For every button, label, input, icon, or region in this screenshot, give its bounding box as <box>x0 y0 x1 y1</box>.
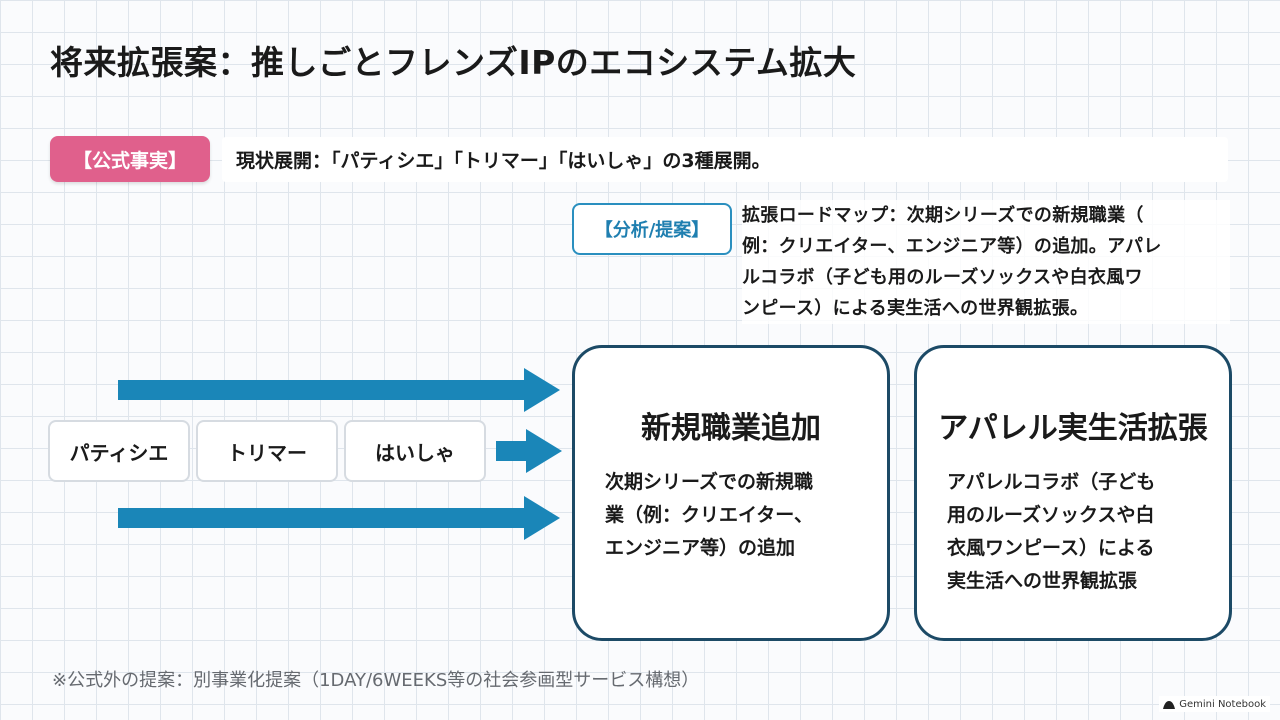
page-title: 将来拡張案：推しごとフレンズIPのエコシステム拡大 <box>50 43 857 82</box>
card-line: 実生活への世界観拡張 <box>947 570 1138 592</box>
card-line: 業（例：クリエイター、 <box>605 504 814 526</box>
card-line: エンジニア等）の追加 <box>605 537 796 559</box>
official-fact-badge: 【公式事実】 <box>50 136 210 182</box>
card-new-occupations: 新規職業追加 次期シリーズでの新規職 業（例：クリエイター、 エンジニア等）の追… <box>572 345 890 641</box>
arrow-top-long <box>118 368 560 412</box>
card-line: 次期シリーズでの新規職 <box>605 471 814 493</box>
brand-watermark: Gemini Notebook <box>1159 696 1270 712</box>
job-box-patissier: パティシエ <box>48 420 190 482</box>
official-fact-text: 現状展開：「パティシエ」「トリマー」「はいしゃ」の3種展開。 <box>222 137 1228 182</box>
card-line: アパレルコラボ（子ども <box>947 471 1156 493</box>
arrow-bottom-long <box>118 496 560 540</box>
arrow-middle-short <box>496 429 562 473</box>
analysis-proposal-badge: 【分析/提案】 <box>572 203 732 255</box>
brand-label: Gemini Notebook <box>1179 698 1266 710</box>
job-box-trimmer: トリマー <box>196 420 338 482</box>
card-line: 衣風ワンピース）による <box>947 537 1155 559</box>
footnote: ※公式外の提案：別事業化提案（1DAY/6WEEKS等の社会参画型サービス構想） <box>52 670 700 691</box>
card-body: アパレルコラボ（子ども 用のルーズソックスや白 衣風ワンピース）による 実生活へ… <box>947 466 1155 598</box>
card-body: 次期シリーズでの新規職 業（例：クリエイター、 エンジニア等）の追加 <box>605 466 813 565</box>
analysis-line: ンピース）による実生活への世界観拡張。 <box>742 298 1089 319</box>
analysis-text: 拡張ロードマップ：次期シリーズでの新規職業（ 例：クリエイター、エンジニア等）の… <box>742 200 1230 324</box>
analysis-line: ルコラボ（子ども用のルーズソックスや白衣風ワ <box>742 267 1143 288</box>
card-line: 用のルーズソックスや白 <box>947 504 1155 526</box>
job-box-dentist: はいしゃ <box>344 420 486 482</box>
card-title: 新規職業追加 <box>641 411 821 446</box>
gemini-icon <box>1163 700 1176 709</box>
analysis-line: 拡張ロードマップ：次期シリーズでの新規職業（ <box>742 205 1144 226</box>
card-title: アパレル実生活拡張 <box>938 411 1208 446</box>
card-apparel-expansion: アパレル実生活拡張 アパレルコラボ（子ども 用のルーズソックスや白 衣風ワンピー… <box>914 345 1232 641</box>
analysis-line: 例：クリエイター、エンジニア等）の追加。アパレ <box>742 236 1162 257</box>
